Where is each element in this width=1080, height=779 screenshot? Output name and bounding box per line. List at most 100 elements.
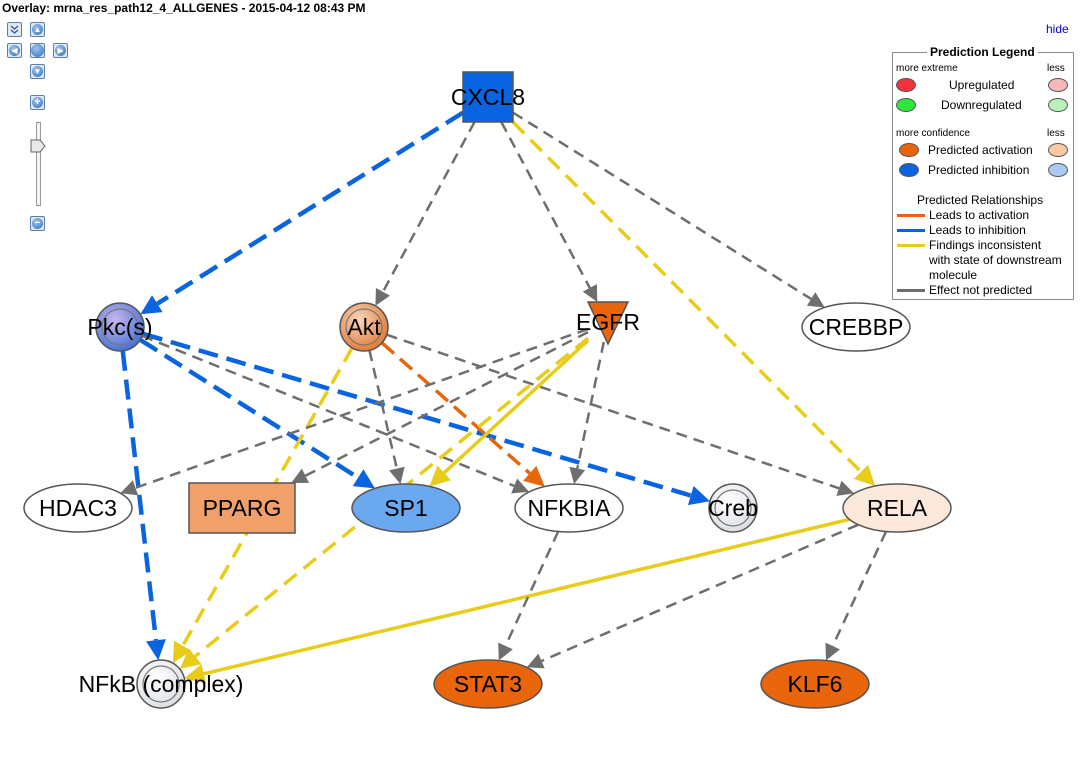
node-label-egfr: EGFR [576,309,640,335]
edge-cxcl8-to-egfr[interactable] [500,121,598,302]
legend-inconsistent-2: with state of downstream [929,253,1062,267]
edge-rela-to-stat3[interactable] [526,523,859,669]
edge-pkc-to-nfkbia[interactable] [141,334,530,494]
edge-arrowhead-icon [853,464,876,487]
edge-pkc-to-creb[interactable] [142,331,710,506]
node-label-hdac3: HDAC3 [39,495,117,521]
edge-egfr-to-sp1[interactable] [429,339,590,487]
edge-arrowhead-icon [825,642,840,661]
node-label-crebbp: CREBBP [809,314,904,340]
downregulated-swatch-icon [896,98,916,112]
node-label-creb: Creb [708,495,758,521]
edge-arrowhead-icon [389,466,405,485]
pan-down-icon[interactable]: ▼ [30,64,45,79]
legend-less-extreme: less [1047,63,1065,74]
hide-legend-link[interactable]: hide [1046,22,1069,36]
edge-cxcl8-to-pkc[interactable] [140,110,465,315]
not-predicted-line-icon [897,289,925,292]
downregulated-less-swatch-icon [1048,98,1068,112]
node-shape-nfkbia [514,483,624,533]
zoom-slider[interactable] [36,122,41,206]
edge-arrowhead-icon [511,478,530,494]
edge-arrowhead-icon [146,639,166,661]
pan-up-icon[interactable]: ▲ [30,22,45,37]
legend-predicted-activation: Predicted activation [928,143,1033,157]
edge-nfkbia-to-stat3[interactable] [498,530,560,661]
zoom-in-icon[interactable]: + [30,95,45,110]
legend-more-confidence: more confidence [896,128,970,139]
zoom-slider-thumb-icon[interactable] [30,139,46,153]
node-shape-egfr [586,301,630,346]
predicted-inhibition-swatch-icon [899,163,919,177]
pan-right-icon[interactable]: ▶ [53,43,68,58]
edge-arrowhead-icon [375,287,391,306]
edge-arrowhead-icon [569,466,586,485]
edge-akt-to-sp1[interactable] [368,350,405,485]
node-label-rela: RELA [867,495,928,521]
edge-cxcl8-to-rela[interactable] [511,120,876,487]
node-egfr[interactable]: EGFR [576,301,640,346]
predicted-activation-swatch-icon [899,143,919,157]
node-sp1[interactable]: SP1 [351,483,461,533]
legend-title: Prediction Legend [927,45,1038,59]
edge-egfr-to-pparg[interactable] [291,331,589,483]
node-shape-klf6 [760,659,870,709]
node-rela[interactable]: RELA [842,483,952,533]
node-klf6[interactable]: KLF6 [760,659,870,709]
edge-egfr-to-hdac3[interactable] [120,327,589,496]
edge-cxcl8-to-crebbp[interactable] [512,111,825,308]
edge-rela-to-klf6[interactable] [825,530,888,661]
node-shape-sp1 [351,483,461,533]
node-shape-stat3 [433,659,543,709]
legend-upregulated: Upregulated [949,78,1015,92]
edge-arrowhead-icon [687,485,710,506]
node-akt[interactable]: Akt [339,302,389,352]
edge-arrowhead-icon [429,465,451,487]
node-label-nfkbia: NFKBIA [527,495,611,521]
edge-arrowhead-icon [291,468,310,483]
edge-akt-to-nfkb[interactable] [172,346,354,664]
edge-egfr-to-nfkbia[interactable] [569,341,606,485]
edge-rela-to-nfkb[interactable] [184,517,850,684]
upregulated-less-swatch-icon [1048,78,1068,92]
edge-akt-to-nfkbia[interactable] [380,341,545,487]
node-crebbp[interactable]: CREBBP [801,302,911,352]
edge-cxcl8-to-akt[interactable] [375,121,476,306]
inconsistent-line-icon [897,244,925,247]
node-label-klf6: KLF6 [788,671,843,697]
edge-pkc-to-sp1[interactable] [139,337,375,489]
node-cxcl8[interactable]: CXCL8 [451,71,525,123]
node-shape-nfkb [136,659,186,709]
node-creb[interactable]: Creb [708,483,758,533]
window-title: Overlay: mrna_res_path12_4_ALLGENES - 20… [2,1,366,15]
predicted-activation-less-swatch-icon [1048,143,1068,157]
zoom-out-icon[interactable]: − [30,216,45,231]
node-label-stat3: STAT3 [454,671,522,697]
activation-line-icon [897,214,925,217]
edge-pkc-to-nfkb[interactable] [120,350,166,661]
node-hdac3[interactable]: HDAC3 [23,483,133,533]
node-shape-rela [842,483,952,533]
node-pkc[interactable]: Pkc(s) [87,302,153,352]
node-pparg[interactable]: PPARG [188,482,296,534]
node-label-akt: Akt [347,314,381,340]
edge-arrowhead-icon [806,292,825,308]
upregulated-swatch-icon [896,78,916,92]
edge-arrowhead-icon [172,640,192,664]
node-shape-pparg [188,482,296,534]
node-nfkb[interactable]: NFkB (complex) [79,659,244,709]
collapse-icon[interactable] [7,22,22,37]
edge-arrowhead-icon [352,469,375,489]
node-nfkbia[interactable]: NFKBIA [514,483,624,533]
pan-left-icon[interactable]: ◀ [7,43,22,58]
edge-akt-to-rela[interactable] [386,333,855,496]
edge-arrowhead-icon [582,284,598,302]
node-shape-crebbp [801,302,911,352]
edge-arrowhead-icon [184,664,207,684]
pan-center-icon[interactable] [30,43,45,58]
edge-arrowhead-icon [179,648,202,669]
node-stat3[interactable]: STAT3 [433,659,543,709]
edge-arrowhead-icon [526,653,545,669]
prediction-legend: Prediction Legend more extreme less Upre… [892,45,1074,300]
